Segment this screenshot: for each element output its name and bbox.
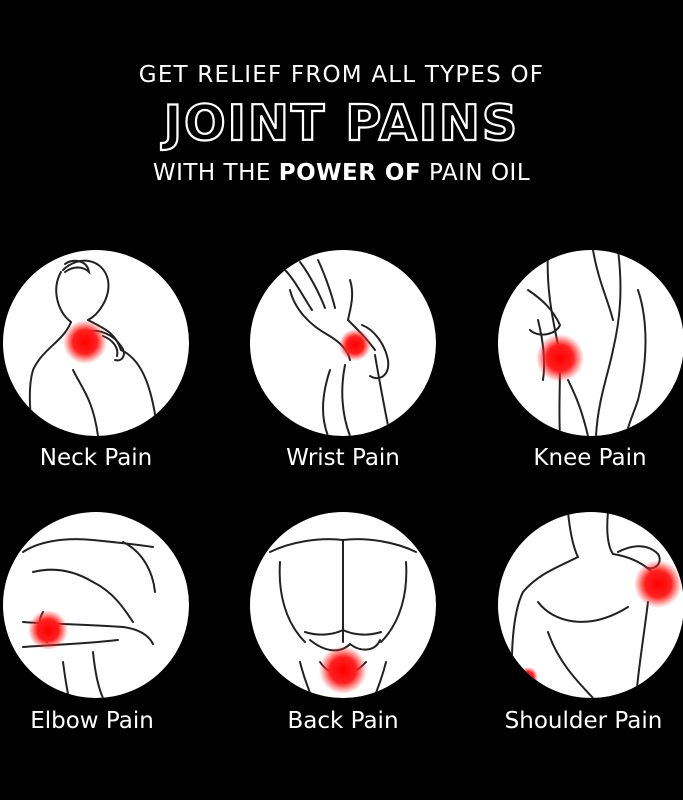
elbow-pain-illustration <box>3 512 189 698</box>
back-pain-illustration <box>250 512 436 698</box>
tile-wrist-pain: Wrist Pain <box>243 250 443 490</box>
tile-elbow-pain: Elbow Pain <box>0 512 200 752</box>
tile-label: Elbow Pain <box>30 708 154 734</box>
tile-label: Back Pain <box>287 708 399 734</box>
knee-pain-illustration <box>498 250 683 436</box>
headline-line-3-bold: POWER OF <box>278 160 422 186</box>
headline-title: JOINT PAINS <box>163 94 520 152</box>
shoulder-pain-illustration <box>498 512 683 698</box>
tile-shoulder-pain: Shoulder Pain <box>490 512 683 752</box>
neck-pain-illustration <box>3 250 189 436</box>
tile-knee-pain: Knee Pain <box>490 250 683 490</box>
headline-line-3-prefix: WITH THE <box>152 160 271 186</box>
tile-label: Knee Pain <box>533 445 647 471</box>
tile-back-pain: Back Pain <box>243 512 443 752</box>
tile-label: Wrist Pain <box>286 445 400 471</box>
headline-line-3-suffix: PAIN OIL <box>429 160 531 186</box>
tile-neck-pain: Neck Pain <box>0 250 200 490</box>
wrist-pain-illustration <box>250 250 436 436</box>
tile-label: Shoulder Pain <box>504 708 663 734</box>
tile-label: Neck Pain <box>39 445 153 471</box>
headline-line-1: GET RELIEF FROM ALL TYPES OF <box>138 62 545 88</box>
headline-line-3: WITH THE POWER OF PAIN OIL <box>0 160 683 186</box>
